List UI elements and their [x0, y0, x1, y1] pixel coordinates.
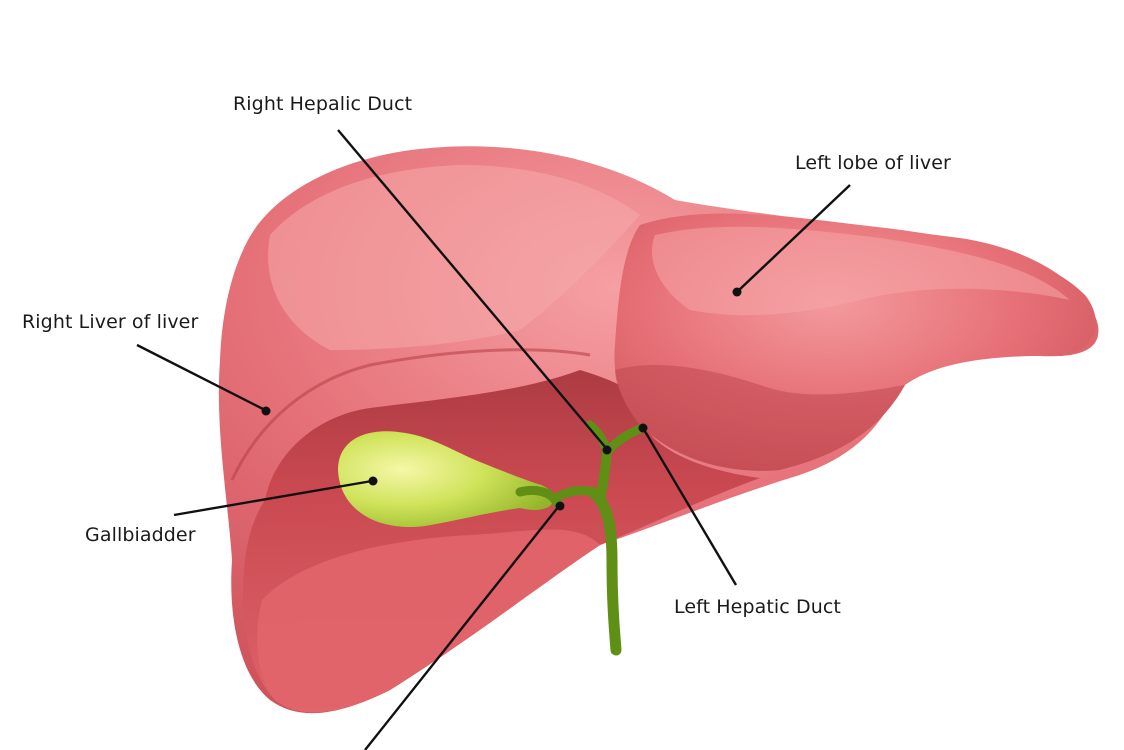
dot-common-duct [555, 501, 565, 511]
left-lobe-highlight [651, 226, 1070, 316]
leader-left-lobe [737, 184, 851, 292]
dot-right-hepatic-duct [602, 445, 612, 455]
left-lobe-shadow [615, 365, 905, 471]
label-gallbladder: Gallbiadder [85, 524, 196, 546]
leader-lines [136, 129, 851, 750]
cystic-duct [515, 485, 597, 508]
leader-right-lobe [136, 343, 266, 412]
dot-gallbladder [368, 476, 378, 486]
leader-gallbladder [173, 479, 373, 517]
leader-dots [261, 287, 742, 511]
label-right-hepatic-duct: Right Hepalic Duct [233, 93, 413, 115]
label-left-lobe: Left lobe of liver [795, 152, 951, 174]
right-lobe-fold [230, 348, 591, 481]
dot-left-hepatic-duct [638, 423, 648, 433]
dot-right-lobe [261, 406, 271, 416]
leader-common-duct [364, 505, 560, 750]
label-right-lobe: Right Liver of liver [22, 311, 199, 333]
dot-left-lobe [732, 287, 742, 297]
right-lobe-highlight [268, 165, 640, 350]
leader-right-hepatic-duct [337, 129, 607, 449]
liver-lower-lip [257, 529, 600, 713]
gallbladder-shape [338, 431, 554, 528]
leader-left-hepatic-duct [641, 427, 738, 586]
label-left-hepatic-duct: Left Hepatic Duct [674, 596, 841, 618]
